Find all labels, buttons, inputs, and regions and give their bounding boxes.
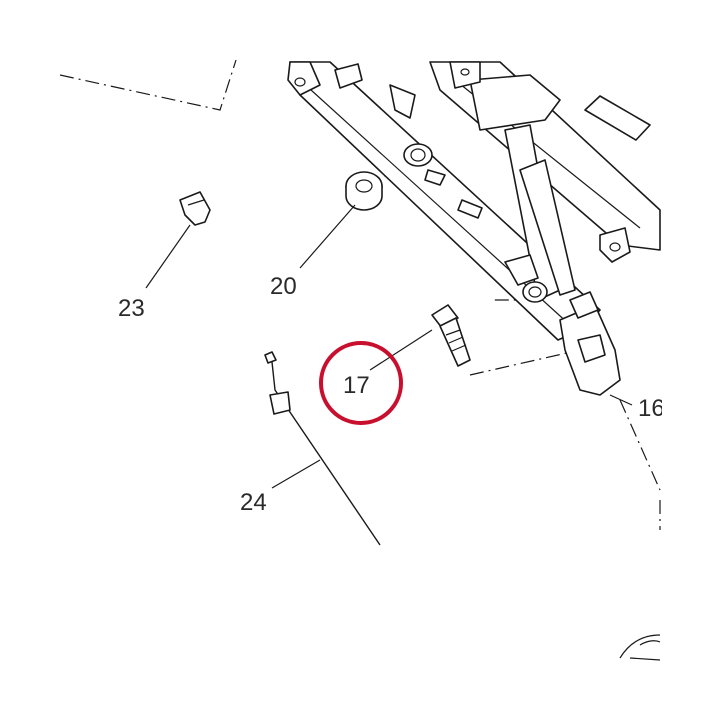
callout-24: 24 <box>240 489 267 516</box>
part-20-spacer <box>345 171 383 211</box>
part-17-bolt <box>431 304 471 367</box>
callout-17: 17 <box>343 372 370 399</box>
partial-part <box>619 634 661 661</box>
edge-clip <box>662 0 720 720</box>
part-24-cable-tie <box>264 351 381 546</box>
callout-23: 23 <box>118 295 145 322</box>
callout-16: 16 <box>638 395 665 422</box>
frame-assembly <box>287 61 661 396</box>
part-23-clip <box>179 191 211 226</box>
leader-lines <box>145 204 633 489</box>
callout-20: 20 <box>270 273 297 300</box>
highlight-ring <box>319 341 403 425</box>
